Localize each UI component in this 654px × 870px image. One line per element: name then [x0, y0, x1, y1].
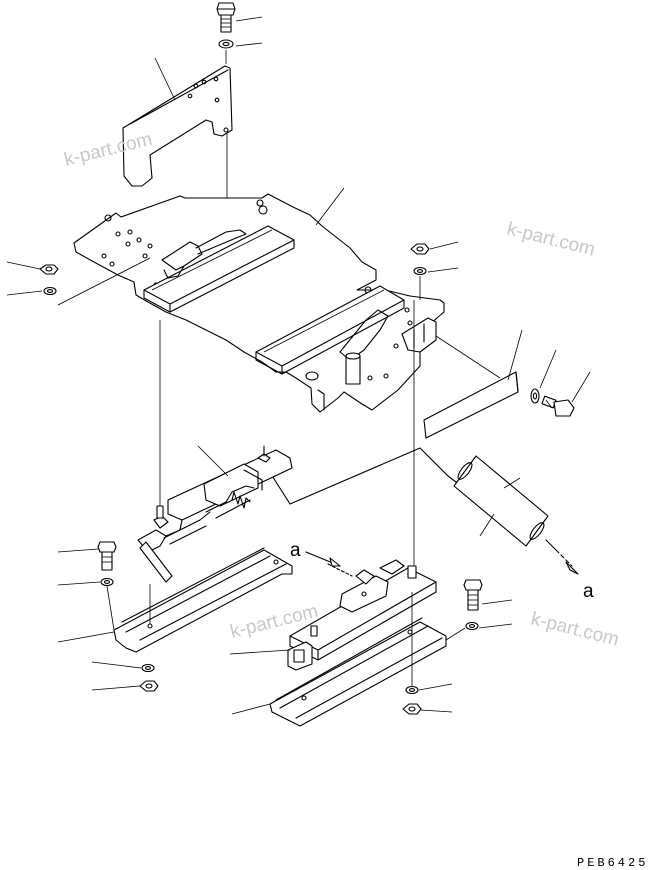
right-washer [413, 266, 427, 276]
right-lower-nut [402, 703, 453, 715]
svg-text:a: a [290, 540, 301, 561]
top-washer [218, 39, 234, 49]
section-label-left: a [290, 540, 341, 567]
right-nut [410, 243, 430, 255]
watermark: k-part.com [505, 218, 597, 260]
left-lower-washer [91, 661, 155, 673]
left-washer [43, 286, 57, 296]
section-label-right: a [583, 581, 594, 602]
left-nut [39, 264, 59, 275]
watermark: k-part.com [529, 608, 621, 650]
right-lower-washer [405, 683, 453, 695]
control-cable [261, 447, 579, 575]
left-rail-washer [57, 577, 114, 587]
right-slide-rail [229, 559, 437, 671]
svg-text:a: a [583, 581, 594, 602]
left-lower-nut [91, 680, 159, 692]
right-rail-washer [465, 621, 513, 631]
upper-bracket [122, 57, 233, 187]
base-plate [73, 187, 445, 413]
side-plate [423, 329, 523, 439]
top-bolt [216, 2, 236, 33]
left-rail-bolt [57, 541, 117, 571]
drawing-code: PEB6425 [577, 856, 648, 870]
side-washer [530, 349, 557, 404]
side-bolt [541, 371, 591, 417]
right-rail-bolt [463, 579, 513, 611]
left-slide-rail [137, 445, 293, 583]
